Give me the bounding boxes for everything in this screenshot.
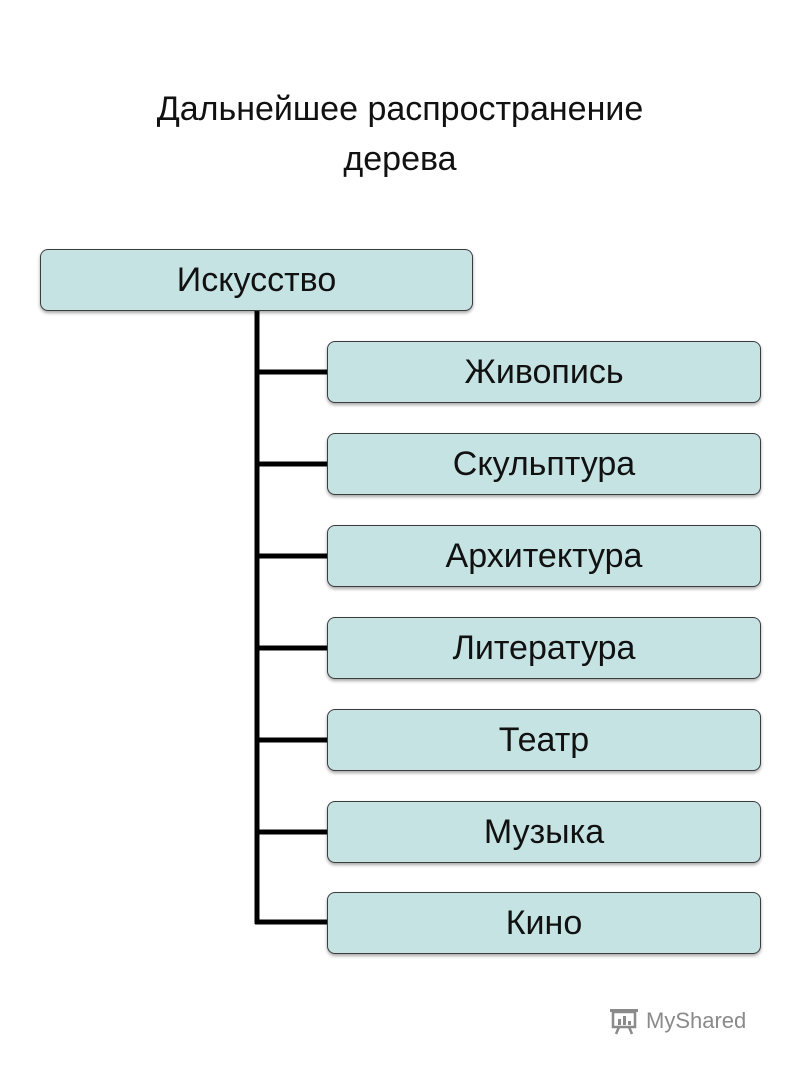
root-node: Искусство [40, 249, 473, 311]
child-node: Театр [327, 709, 761, 771]
child-node-label: Архитектура [445, 536, 643, 575]
presentation-board-icon [610, 1009, 638, 1035]
child-node: Скульптура [327, 433, 761, 495]
child-node: Музыка [327, 801, 761, 863]
title-line-2: дерева [343, 140, 457, 178]
root-node-label: Искусство [176, 260, 337, 299]
child-node-label: Кино [505, 903, 583, 942]
child-node-label: Литература [452, 628, 636, 667]
title-line-1: Дальнейшее распространение [156, 90, 644, 128]
watermark: MyShared [608, 1004, 746, 1038]
child-node-label: Живопись [464, 352, 624, 391]
page-title: Дальнейшее распространение дерева [0, 84, 800, 184]
child-node-label: Музыка [483, 812, 605, 851]
child-node-label: Театр [498, 720, 590, 759]
child-node: Кино [327, 892, 761, 954]
child-node-label: Скульптура [452, 444, 636, 483]
child-node: Архитектура [327, 525, 761, 587]
child-node: Живопись [327, 341, 761, 403]
watermark-text: MyShared [646, 1008, 747, 1033]
child-node: Литература [327, 617, 761, 679]
